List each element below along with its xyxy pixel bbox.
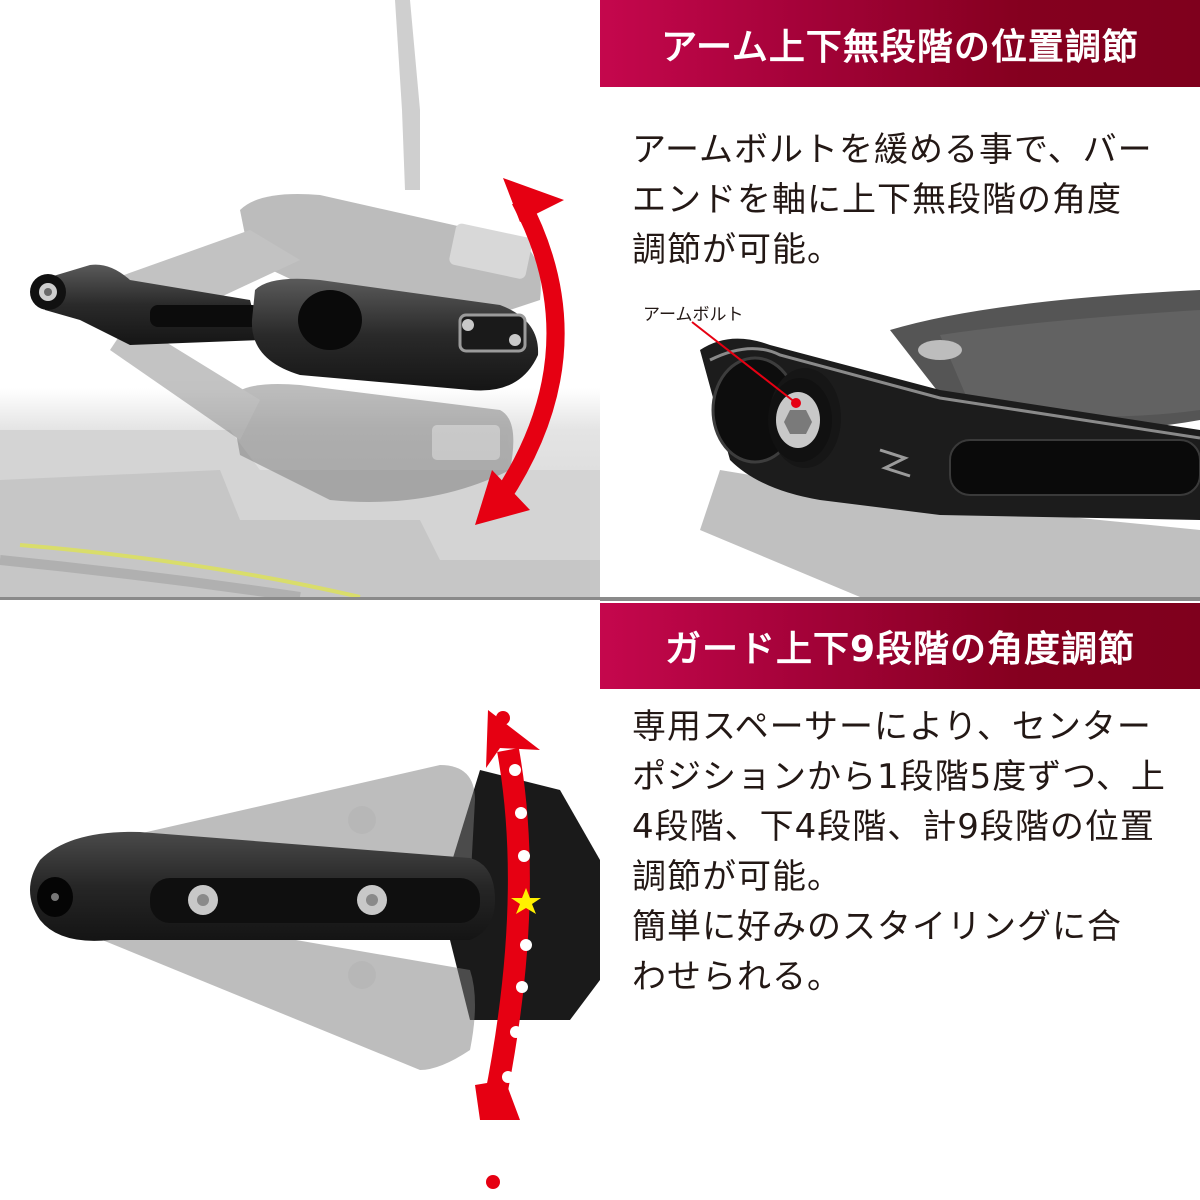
guard-adjust-description: 専用スペーサーにより、センター ポジションから1段階5度ずつ、上 4段階、下4段… — [632, 702, 1166, 1002]
arm-adjust-description: アームボルトを緩める事で、バー エンドを軸に上下無段階の角度 調節が可能。 — [632, 125, 1162, 275]
description-line: 簡単に好みのスタイリングに合 — [632, 907, 1122, 947]
arm-bolt-illustration — [700, 290, 1200, 597]
arm-adjust-title: アーム上下無段階の位置調節 — [661, 26, 1139, 68]
guard-angle-illustration — [30, 710, 600, 1189]
guard-adjust-section: ガード上下9段階の角度調節 専用スペーサーにより、センター ポジションから1段階… — [0, 600, 1200, 1200]
description-line: 調節が可能。 — [632, 857, 842, 897]
arm-rotation-photo — [0, 0, 600, 597]
description-line: わせられる。 — [632, 957, 842, 997]
arm-adjust-banner: アーム上下無段階の位置調節 — [600, 0, 1200, 87]
handguard-arm-illustration — [0, 0, 600, 597]
section-divider — [0, 597, 1200, 601]
center-position-star-icon — [511, 888, 541, 914]
description-line: エンドを軸に上下無段階の角度 — [632, 180, 1122, 220]
description-line: ポジションから1段階5度ずつ、上 — [632, 757, 1166, 797]
guard-angle-photo — [0, 600, 600, 1200]
description-line: 調節が可能。 — [632, 230, 842, 270]
callout-line — [691, 321, 797, 404]
arm-adjust-section: アーム上下無段階の位置調節 アームボルトを緩める事で、バー エンドを軸に上下無段… — [0, 0, 1200, 597]
description-line: アームボルトを緩める事で、バー — [632, 130, 1153, 170]
guard-adjust-title: ガード上下9段階の角度調節 — [664, 629, 1136, 670]
guard-adjust-banner: ガード上下9段階の角度調節 — [600, 603, 1200, 689]
description-line: 4段階、下4段階、計9段階の位置 — [632, 807, 1155, 847]
arm-bolt-callout-label: アームボルト — [643, 305, 744, 325]
arm-bolt-closeup-photo — [640, 290, 1200, 597]
description-line: 専用スペーサーにより、センター — [632, 707, 1152, 747]
